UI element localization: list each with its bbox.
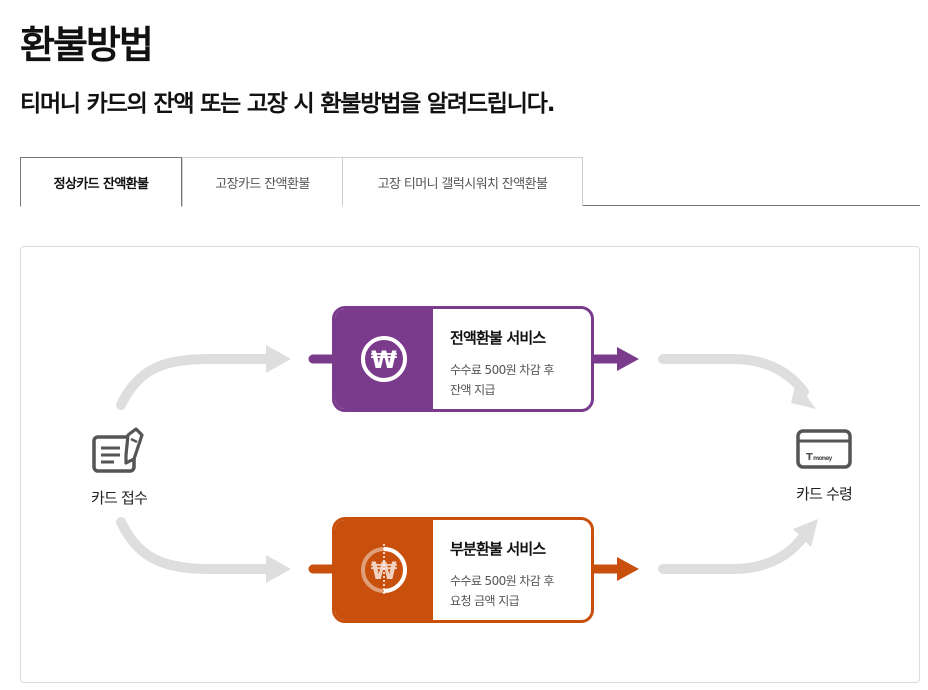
page-subtitle: 티머니 카드의 잔액 또는 고장 시 환불방법을 알려드립니다. [20,91,555,117]
svg-text:₩: ₩ [371,346,398,374]
refund-flow-diagram: 카드 접수 T money 카드 수령 ₩ 전액환불 서비스 수수료 500원 … [20,246,920,683]
full-refund-connectors [308,347,639,371]
partial-refund-icon-area: ₩ [335,520,433,620]
tab-broken-card-refund[interactable]: 고장카드 잔액환불 [182,157,343,206]
partial-refund-title: 부분환불 서비스 [450,540,546,558]
full-refund-desc: 수수료 500원 차감 후 잔액 지급 [450,360,583,400]
flow-arrow-partial-to-collect [658,531,809,574]
arrowhead-right-upper [791,382,816,409]
half-won-coin-icon: ₩ [361,544,407,596]
card-receive-label: 카드 접수 [91,489,148,507]
full-refund-icon-area: ₩ [335,309,433,409]
tmoney-card-icon: T money [796,429,852,469]
flow-arrows [116,345,818,583]
svg-text:T: T [806,452,813,463]
card-collect-label: 카드 수령 [796,485,853,503]
partial-refund-connectors [308,557,639,581]
svg-text:₩: ₩ [371,557,398,585]
page-title: 환불방법 [20,23,154,67]
flow-arrow-to-full-refund [116,354,274,410]
card-collect-step: T money 카드 수령 [779,427,869,504]
partial-refund-service-card: ₩ 부분환불 서비스 수수료 500원 차감 후 요청 금액 지급 [332,517,594,623]
partial-refund-desc-line2: 요청 금액 지급 [450,594,520,608]
full-refund-desc-line2: 잔액 지급 [450,383,496,397]
full-refund-desc-line1: 수수료 500원 차감 후 [450,363,554,377]
card-document-pen-icon [92,427,144,473]
flow-arrow-to-partial-refund [116,517,274,574]
arrowhead-left-lower [266,555,291,583]
arrowhead-right-lower [793,519,818,547]
tab-broken-galaxy-watch-refund[interactable]: 고장 티머니 갤럭시워치 잔액환불 [342,157,583,206]
refund-tabs: 정상카드 잔액환불 고장카드 잔액환불 고장 티머니 갤럭시워치 잔액환불 [20,157,920,207]
card-receive-step: 카드 접수 [79,427,159,508]
arrowhead-left-upper [266,345,291,373]
partial-refund-desc-line1: 수수료 500원 차감 후 [450,574,554,588]
flow-arrow-full-to-collect [658,354,809,397]
tab-normal-card-refund[interactable]: 정상카드 잔액환불 [20,157,182,207]
won-coin-icon: ₩ [361,336,407,382]
full-refund-title: 전액환불 서비스 [450,329,546,347]
card-logo-text: money [813,455,833,462]
partial-refund-desc: 수수료 500원 차감 후 요청 금액 지급 [450,571,583,611]
full-refund-service-card: ₩ 전액환불 서비스 수수료 500원 차감 후 잔액 지급 [332,306,594,412]
